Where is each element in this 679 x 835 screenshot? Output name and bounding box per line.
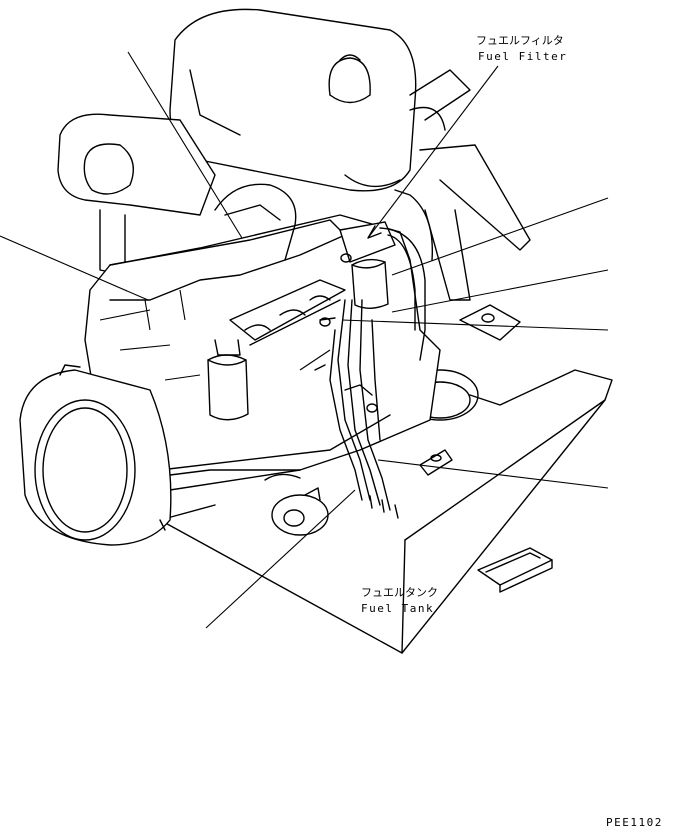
fuel-filter-shape xyxy=(339,221,396,309)
engine-block-shape xyxy=(84,183,441,536)
fan-shape xyxy=(409,69,531,301)
fuel-filter-label-en: Fuel Filter xyxy=(478,50,568,63)
fuel-tank-label-jp: フュエルタンク xyxy=(361,586,438,599)
air-cleaner-shape xyxy=(169,8,417,192)
drawing-code: PEE1102 xyxy=(606,816,663,829)
fuel-tank-label-en: Fuel Tank xyxy=(361,602,435,615)
fuel-filter-label-jp: フュエルフィルタ xyxy=(476,34,564,47)
leader-lines xyxy=(0,51,609,629)
flywheel-housing-shape xyxy=(19,364,172,546)
fuel-tank-shape xyxy=(159,304,613,654)
fuel-lines xyxy=(314,189,434,519)
